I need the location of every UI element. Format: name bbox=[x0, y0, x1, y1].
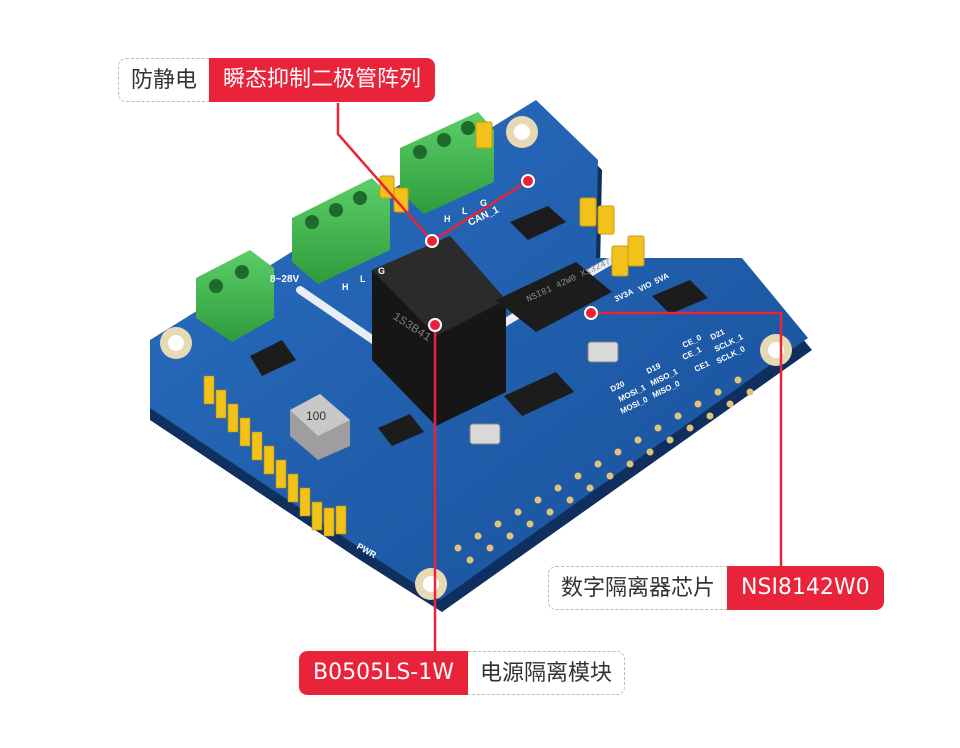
jumper-group bbox=[379, 121, 645, 277]
callout-tvs-grey-label: 防静电 bbox=[118, 58, 210, 102]
voltage-label: 8~28V bbox=[270, 274, 300, 285]
marker-dot-icon bbox=[521, 174, 535, 188]
callout-leaders bbox=[336, 103, 783, 651]
crystal-oscillator bbox=[587, 341, 619, 363]
terminal-block-power bbox=[196, 250, 274, 342]
svg-text:H: H bbox=[342, 282, 349, 292]
svg-text:L: L bbox=[462, 206, 468, 216]
callout-tvs-array: 防静电 瞬态抑制二极管阵列 bbox=[118, 58, 436, 102]
callout-tvs-red-label: 瞬态抑制二极管阵列 bbox=[209, 58, 436, 102]
inductor: 100 bbox=[290, 394, 350, 460]
callout-power-red-label: B0505LS-1W bbox=[299, 651, 468, 695]
leader-isolator bbox=[591, 311, 783, 566]
svg-text:G: G bbox=[378, 266, 385, 276]
terminal-block-can-b bbox=[400, 112, 494, 214]
marker-dot-icon bbox=[428, 318, 442, 332]
callout-isolator-red-label: NSI8142W0 bbox=[727, 566, 884, 610]
svg-text:G: G bbox=[480, 198, 487, 208]
terminal-block-can-a bbox=[292, 178, 390, 284]
ic-chips bbox=[250, 206, 708, 446]
svg-text:L: L bbox=[360, 274, 366, 284]
callout-isolator-grey-label: 数字隔离器芯片 bbox=[548, 566, 728, 610]
gpio-header-holes bbox=[454, 376, 754, 564]
yellow-pin-header bbox=[203, 375, 347, 537]
leader-tvs bbox=[336, 103, 529, 243]
marker-dot-icon bbox=[584, 306, 598, 320]
marker-dot-icon bbox=[425, 234, 439, 248]
power-isolation-module: 1S3B41 bbox=[372, 236, 506, 426]
callout-power-grey-label: 电源隔离模块 bbox=[468, 651, 626, 695]
terminal-labels: H L G H L G bbox=[342, 198, 487, 292]
callout-dots bbox=[425, 174, 598, 332]
callout-digital-isolator: 数字隔离器芯片 NSI8142W0 bbox=[548, 566, 884, 610]
crystal-oscillator bbox=[469, 423, 501, 445]
inductor-text: 100 bbox=[306, 409, 326, 423]
svg-text:H: H bbox=[444, 214, 451, 224]
isolator-chip: NSI81 42W0 X13247 bbox=[496, 257, 612, 332]
callout-power-module: B0505LS-1W 电源隔离模块 bbox=[299, 651, 626, 695]
